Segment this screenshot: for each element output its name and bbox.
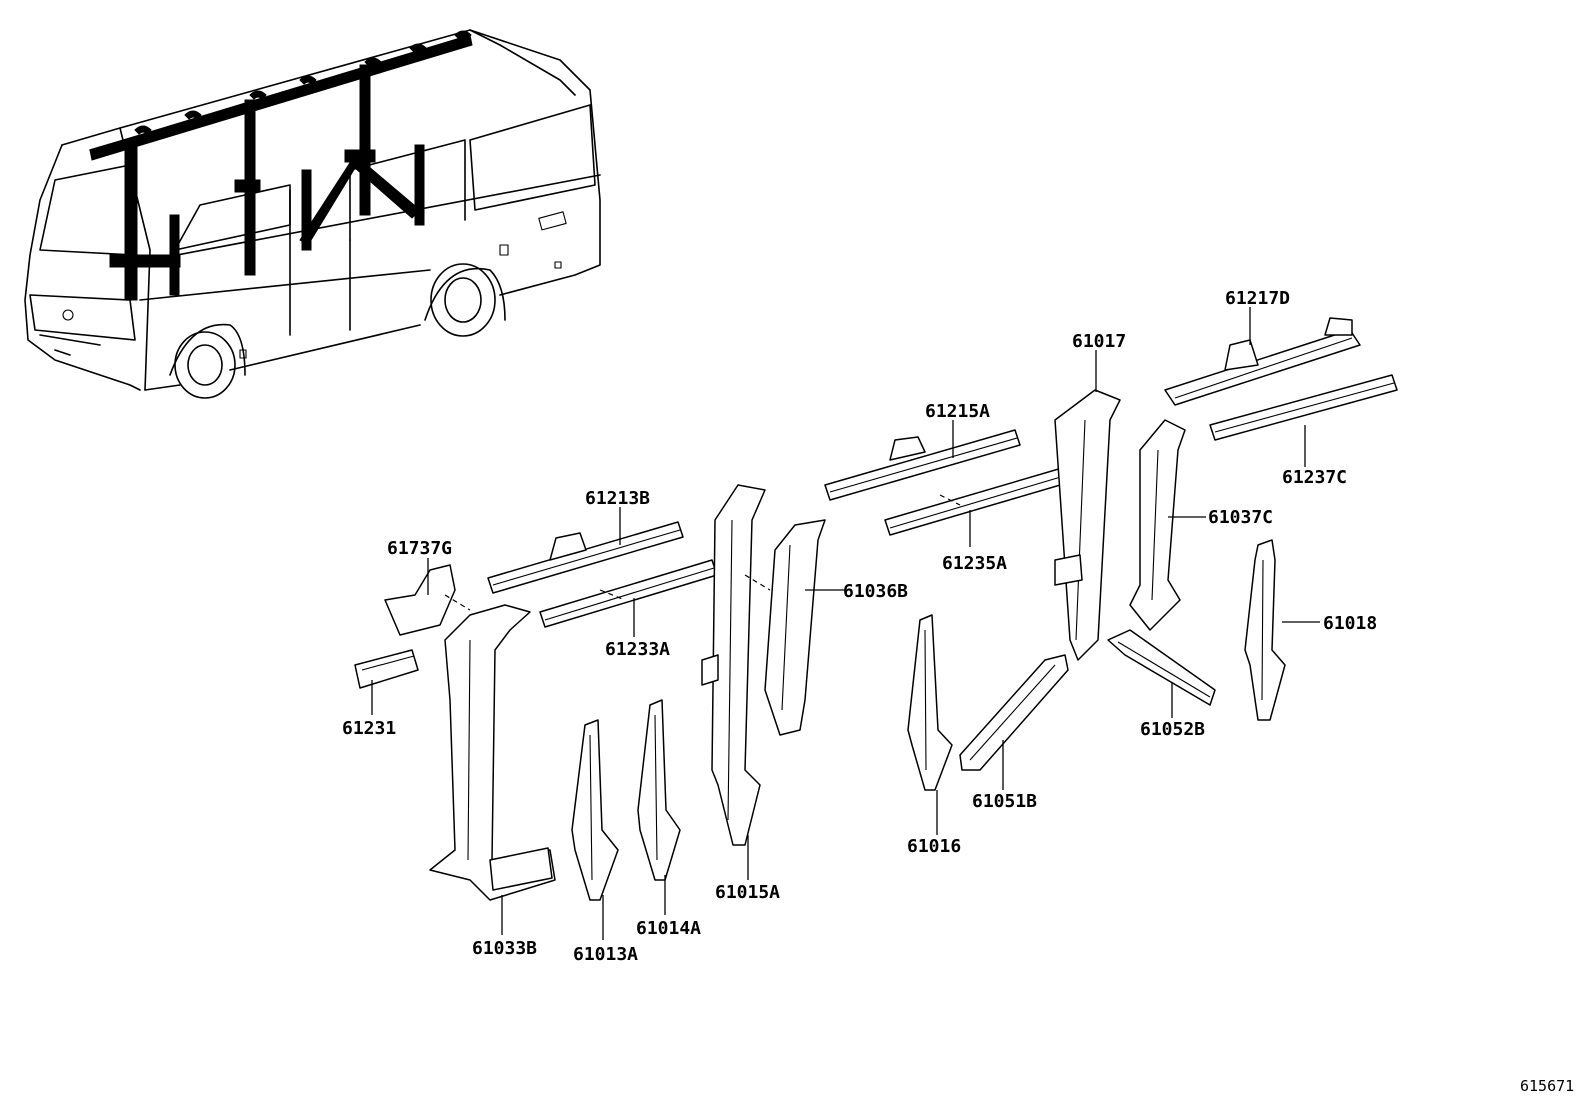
part-label-61016: 61016 (907, 836, 961, 857)
part-61237c-shape (1209, 374, 1398, 441)
part-label-61215a: 61215A (925, 401, 990, 422)
part-label-61014a: 61014A (636, 918, 701, 939)
part-label-61015a: 61015A (715, 882, 780, 903)
part-61013a-shape (571, 719, 619, 901)
part-label-61217d: 61217D (1225, 288, 1290, 309)
part-label-61013a: 61013A (573, 944, 638, 965)
part-61036b-shape (764, 519, 826, 736)
part-61235a-shape (884, 467, 1068, 536)
part-label-61037c: 61037C (1208, 507, 1273, 528)
part-61052b-shape (1107, 629, 1216, 706)
van-illustration (24, 29, 601, 399)
part-61737g-shape (384, 564, 456, 636)
part-61215a-shape (824, 429, 1021, 501)
part-label-61052b: 61052B (1140, 719, 1205, 740)
part-61037c-shape (1129, 419, 1186, 631)
part-61016-shape (907, 614, 953, 791)
diagram-id-code: 615671 (1520, 1077, 1574, 1095)
part-61213b-shape (487, 521, 684, 594)
part-label-61231: 61231 (342, 718, 396, 739)
part-label-61017: 61017 (1072, 331, 1126, 352)
part-label-61237c: 61237C (1282, 467, 1347, 488)
part-label-61051b: 61051B (972, 791, 1037, 812)
part-61051b-shape (959, 654, 1069, 771)
part-61231-shape (354, 649, 419, 689)
part-61017-shape (1054, 389, 1121, 661)
part-61014a-shape (637, 699, 681, 881)
part-label-61018: 61018 (1323, 613, 1377, 634)
part-label-61036b: 61036B (843, 581, 908, 602)
part-61033b-shape (429, 604, 556, 901)
part-61018-shape (1244, 539, 1286, 721)
part-61217d-shape (1164, 317, 1361, 406)
part-label-61233a: 61233A (605, 639, 670, 660)
leader-lines (371, 307, 1320, 940)
part-label-61033b: 61033B (472, 938, 537, 959)
part-label-61737g: 61737G (387, 538, 452, 559)
part-61015a-shape (701, 484, 766, 846)
part-label-61235a: 61235A (942, 553, 1007, 574)
part-label-61213b: 61213B (585, 488, 650, 509)
